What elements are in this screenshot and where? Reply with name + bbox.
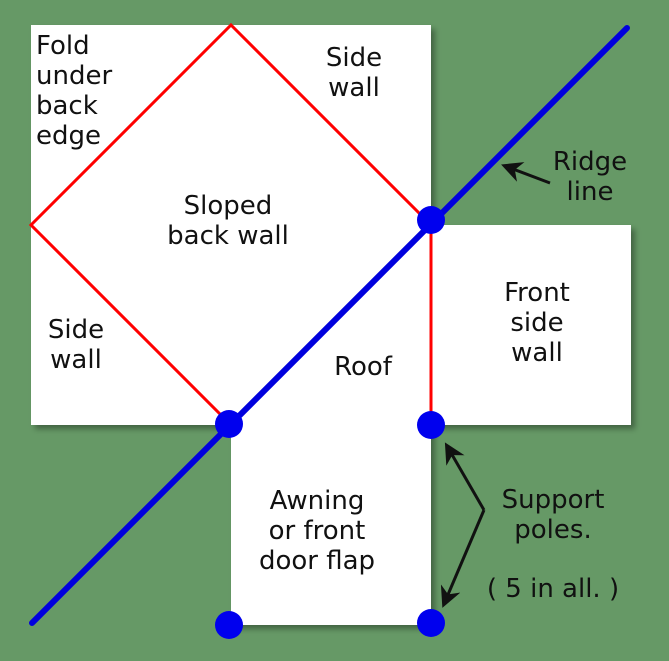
pole-dot-awning-left: [215, 611, 243, 639]
awning-label-line-3: door flap: [259, 546, 375, 576]
pole-dot-ridge-bottom: [215, 410, 243, 438]
ridge-line-label-line-1: Ridge: [553, 147, 627, 177]
ridge-line: [29, 25, 630, 626]
support-arrow-up: [444, 442, 486, 511]
roof-label: Roof: [334, 352, 393, 382]
pole-dot-awning-right: [417, 609, 445, 637]
fold-label-line-4: edge: [36, 121, 101, 151]
sloped-back-wall-label-line-1: Sloped: [184, 191, 273, 221]
ridge-line-label-line-2: line: [567, 177, 614, 207]
pole-dot-front-right: [417, 411, 445, 439]
side-wall-top-label-line-1: Side: [326, 43, 382, 73]
awning-label-line-1: Awning: [270, 486, 365, 516]
support-arrow-down: [440, 509, 486, 608]
front-side-wall-label-line-3: wall: [511, 338, 563, 368]
support-poles-label-line-2: poles.: [514, 515, 591, 545]
side-wall-top-label-line-2: wall: [328, 73, 380, 103]
diagram-labels: Fold under back edge Side wall Sloped ba…: [36, 31, 627, 604]
fold-label-line-3: back: [36, 91, 98, 121]
side-wall-left-label-line-1: Side: [48, 315, 104, 345]
sloped-back-wall-label-line-2: back wall: [167, 221, 289, 251]
front-side-wall-label-line-2: side: [510, 308, 563, 338]
support-poles-label-line-3: ( 5 in all. ): [487, 574, 619, 604]
fold-label-line-1: Fold: [36, 31, 90, 61]
fabric-panels: [31, 25, 631, 625]
fold-label-line-2: under: [36, 61, 112, 91]
support-poles-label-line-1: Support: [502, 485, 605, 515]
pole-dot-ridge-top: [417, 206, 445, 234]
front-side-wall-panel: [431, 225, 631, 425]
side-wall-left-label-line-2: wall: [50, 345, 102, 375]
main-panel: [31, 25, 431, 425]
support-poles: [215, 206, 445, 639]
front-side-wall-label-line-1: Front: [504, 278, 570, 308]
arrows: [440, 162, 551, 608]
awning-label-line-2: or front: [269, 516, 366, 546]
awning-panel: [231, 425, 431, 625]
ridge-arrow: [501, 162, 551, 185]
